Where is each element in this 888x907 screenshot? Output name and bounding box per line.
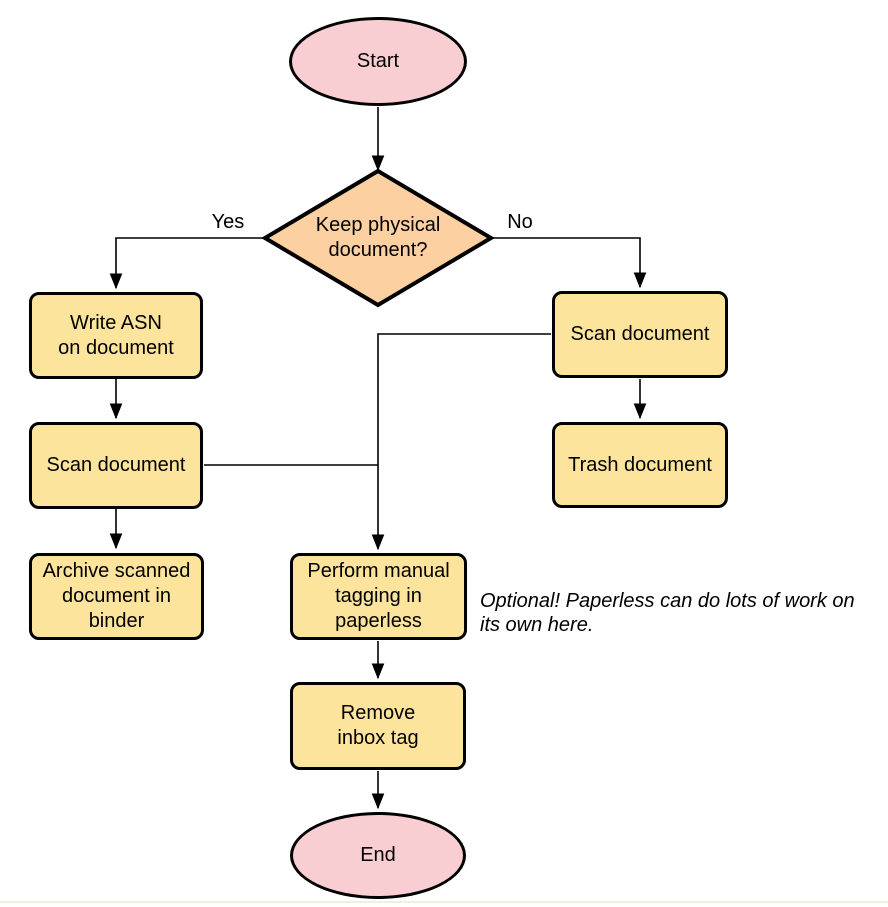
decision-keep-physical-shape bbox=[261, 168, 495, 308]
page-bottom-border bbox=[0, 901, 888, 903]
node-start-label: Start bbox=[356, 50, 400, 72]
edge-label-yes: Yes bbox=[211, 211, 245, 233]
edge-decision-no-to-scan-right bbox=[491, 237, 647, 289]
node-scan-document-right-label: Scan document bbox=[570, 323, 710, 345]
node-scan-document-left: Scan document bbox=[29, 422, 203, 509]
node-write-asn-label: Write ASN on document bbox=[58, 311, 174, 359]
node-scan-document-left-label: Scan document bbox=[46, 454, 186, 476]
node-archive-in-binder-label: Archive scanned document in binder bbox=[42, 560, 191, 632]
node-start: Start bbox=[289, 17, 467, 106]
node-manual-tagging-label: Perform manual tagging in paperless bbox=[307, 560, 450, 632]
decision-keep-physical-label: Keep physical document? bbox=[315, 214, 441, 261]
node-manual-tagging: Perform manual tagging in paperless bbox=[290, 553, 467, 640]
edge-label-no: No bbox=[507, 211, 533, 233]
annotation-optional-note: Optional! Paperless can do lots of work … bbox=[480, 590, 855, 636]
node-scan-document-right: Scan document bbox=[552, 291, 728, 378]
edge-decision-yes-to-write-asn bbox=[109, 237, 265, 290]
node-write-asn: Write ASN on document bbox=[29, 292, 203, 379]
node-remove-inbox-tag: Remove inbox tag bbox=[290, 682, 466, 770]
node-trash-document: Trash document bbox=[552, 422, 728, 508]
node-remove-inbox-tag-label: Remove inbox tag bbox=[337, 702, 419, 749]
node-trash-document-label: Trash document bbox=[568, 453, 712, 476]
edge-scan-right-to-tagging bbox=[371, 333, 551, 551]
node-end: End bbox=[290, 812, 466, 899]
node-end-label: End bbox=[360, 844, 396, 866]
node-archive-in-binder: Archive scanned document in binder bbox=[29, 553, 204, 640]
